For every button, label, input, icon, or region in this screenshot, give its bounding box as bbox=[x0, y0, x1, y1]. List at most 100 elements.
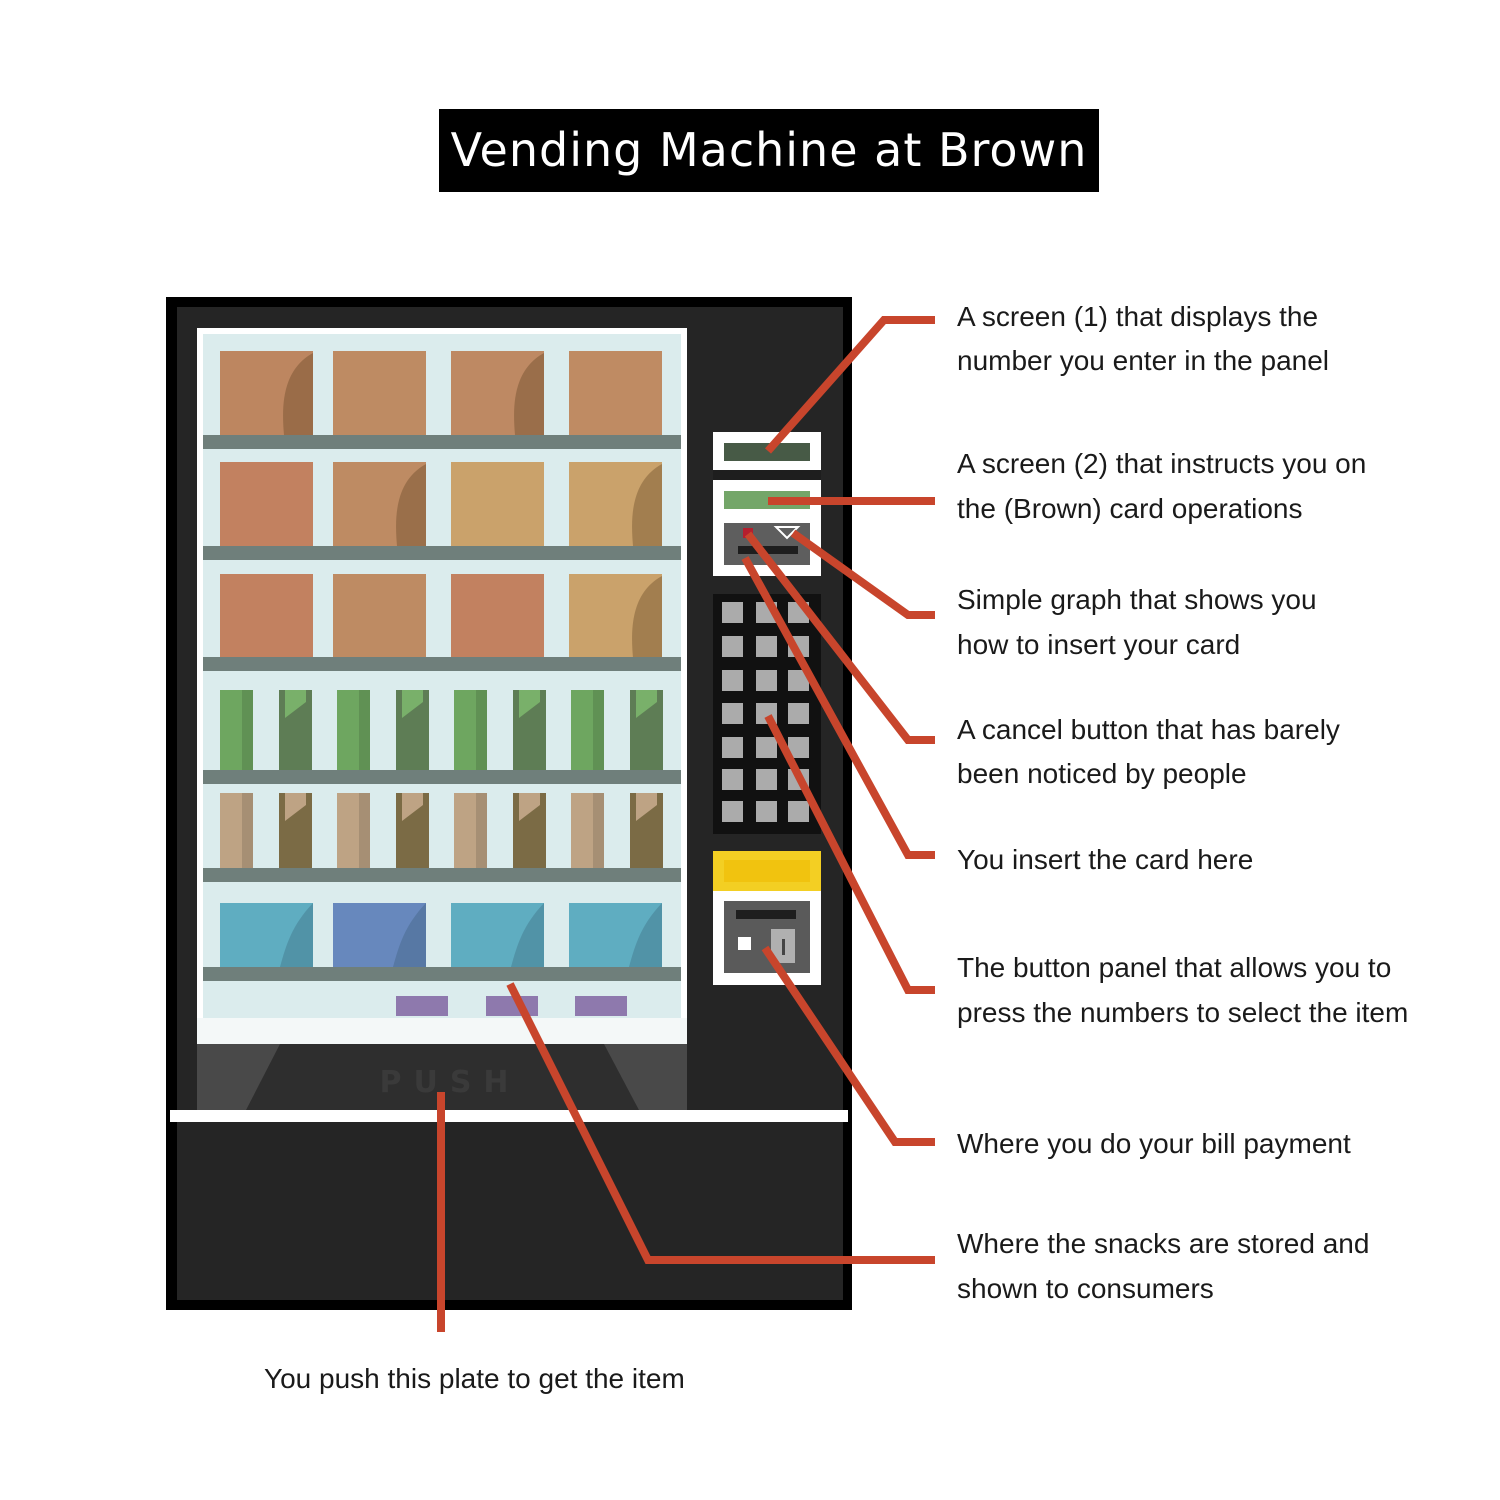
label-bill-payment: Where you do your bill payment bbox=[957, 1128, 1351, 1159]
snack-side bbox=[242, 793, 253, 868]
snack-bottle bbox=[571, 690, 604, 770]
snack-box bbox=[333, 574, 426, 658]
shelf bbox=[203, 967, 681, 981]
snack-bottle bbox=[454, 690, 487, 770]
label-cancel-button: A cancel button that has barely been not… bbox=[957, 714, 1348, 789]
snack-box bbox=[333, 903, 426, 967]
screen-1 bbox=[724, 443, 810, 461]
keypad-button bbox=[722, 801, 743, 822]
snack-box bbox=[569, 574, 662, 658]
snack-label bbox=[519, 690, 540, 718]
label-snack-storage: Where the snacks are stored and shown to… bbox=[957, 1228, 1377, 1304]
leader-lines bbox=[437, 316, 935, 1332]
snack-box bbox=[451, 903, 544, 967]
snack-box bbox=[333, 351, 426, 435]
snack-bottle bbox=[220, 793, 253, 868]
shelf bbox=[203, 657, 681, 671]
keypad-button bbox=[756, 769, 777, 790]
snack-box bbox=[220, 351, 313, 435]
leader-card-slot bbox=[741, 556, 935, 859]
snack-side bbox=[359, 793, 370, 868]
snack-bottle bbox=[337, 690, 370, 770]
snack-label bbox=[402, 793, 423, 821]
card-arrow-icon bbox=[773, 526, 801, 540]
snack-box bbox=[220, 574, 313, 658]
snack-box bbox=[569, 351, 662, 435]
keypad-button bbox=[788, 801, 809, 822]
leader-cancel-button bbox=[744, 531, 935, 744]
snack-box bbox=[569, 903, 662, 967]
keypad-button bbox=[722, 636, 743, 657]
label-card-slot: You insert the card here bbox=[957, 844, 1253, 875]
keypad-button bbox=[756, 636, 777, 657]
snack-shadow bbox=[393, 903, 426, 967]
snack-side bbox=[476, 793, 487, 868]
keypad-button bbox=[788, 670, 809, 691]
push-label: PUSH bbox=[379, 1065, 520, 1100]
snack-shadow bbox=[396, 464, 426, 546]
keypad-button bbox=[788, 737, 809, 758]
leader-screen-1 bbox=[765, 316, 935, 454]
vending-machine: PUSH bbox=[166, 297, 852, 1310]
snack-bottle bbox=[454, 793, 487, 868]
shelf bbox=[203, 546, 681, 560]
snack-window bbox=[197, 328, 687, 1044]
annotations: A screen (1) that displays the number yo… bbox=[264, 301, 1408, 1394]
snack-bottle bbox=[220, 690, 253, 770]
label-button-panel: The button panel that allows you to pres… bbox=[957, 952, 1408, 1028]
leader-button-panel bbox=[764, 714, 935, 994]
snack-small-box bbox=[575, 996, 627, 1016]
snack-items bbox=[220, 351, 663, 1016]
snack-label bbox=[519, 793, 540, 821]
snack-side bbox=[359, 690, 370, 770]
leader-card-graph bbox=[790, 529, 935, 619]
label-screen-1: A screen (1) that displays the number yo… bbox=[957, 301, 1329, 376]
snack-side bbox=[593, 690, 604, 770]
shelf bbox=[203, 435, 681, 449]
bill-button[interactable] bbox=[738, 937, 751, 950]
bill-payment bbox=[713, 851, 821, 985]
keypad-button bbox=[756, 737, 777, 758]
leader-bill-payment bbox=[761, 945, 935, 1146]
snack-box bbox=[569, 462, 662, 546]
snack-box bbox=[451, 351, 544, 435]
snack-shadow bbox=[283, 353, 313, 435]
snack-box bbox=[451, 462, 544, 546]
snack-side bbox=[476, 690, 487, 770]
shelves bbox=[203, 435, 681, 981]
leader-snack-storage bbox=[506, 982, 935, 1264]
snack-shadow bbox=[514, 353, 544, 435]
shelf bbox=[203, 770, 681, 784]
keypad-button bbox=[722, 670, 743, 691]
bill-slot[interactable] bbox=[736, 910, 796, 919]
label-push-plate: You push this plate to get the item bbox=[264, 1363, 685, 1394]
snack-label bbox=[285, 690, 306, 718]
snack-label bbox=[402, 690, 423, 718]
keypad-button bbox=[756, 801, 777, 822]
snack-shadow bbox=[632, 576, 662, 658]
keypad-button bbox=[756, 670, 777, 691]
snack-shadow bbox=[511, 903, 544, 967]
snack-bottle bbox=[337, 793, 370, 868]
snack-small-box bbox=[396, 996, 448, 1016]
snack-label bbox=[285, 793, 306, 821]
title-box: Vending Machine at Brown bbox=[439, 109, 1099, 192]
snack-shadow bbox=[632, 464, 662, 546]
cancel-button[interactable] bbox=[743, 528, 753, 538]
snack-side bbox=[593, 793, 604, 868]
snack-box bbox=[333, 462, 426, 546]
keypad-button bbox=[722, 602, 743, 623]
card-slot[interactable] bbox=[738, 546, 798, 554]
snack-shadow bbox=[629, 903, 662, 967]
plate-ledge bbox=[170, 1110, 848, 1122]
label-card-graph: Simple graph that shows you how to inser… bbox=[957, 584, 1324, 660]
keypad-button bbox=[722, 769, 743, 790]
snack-shadow bbox=[280, 903, 313, 967]
keypad-button bbox=[788, 703, 809, 724]
snack-side bbox=[242, 690, 253, 770]
label-screen-2: A screen (2) that instructs you on the (… bbox=[957, 448, 1374, 524]
snack-small-box bbox=[486, 996, 538, 1016]
snack-box bbox=[451, 574, 544, 658]
snack-label bbox=[636, 690, 657, 718]
